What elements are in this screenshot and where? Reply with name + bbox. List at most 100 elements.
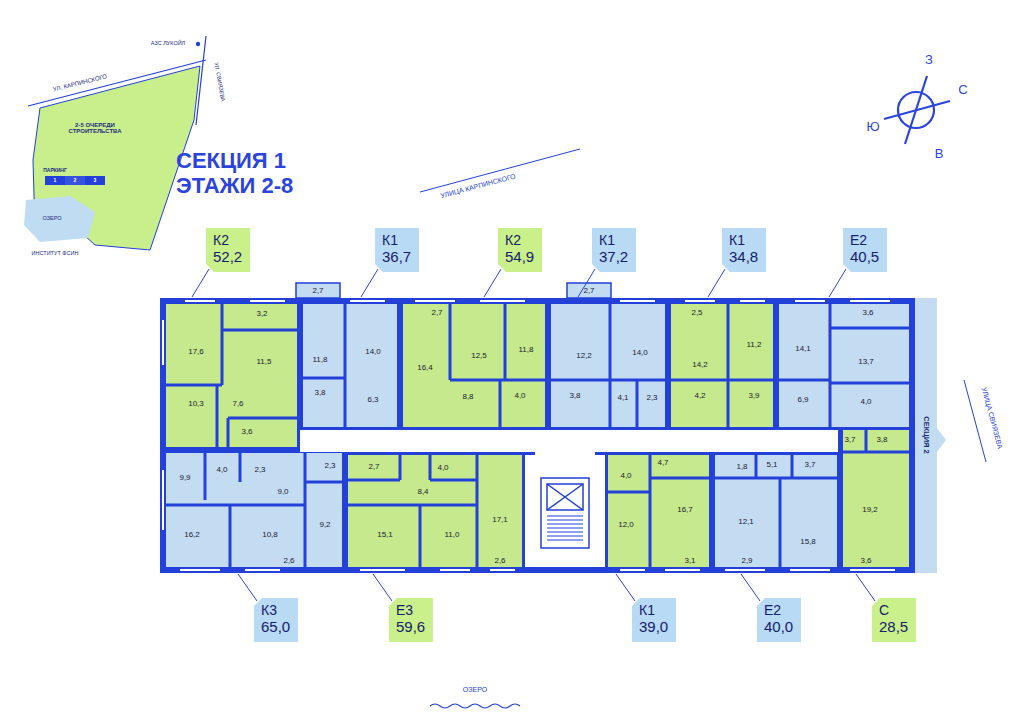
room-area: 16,4 <box>417 364 433 372</box>
section-title: СЕКЦИЯ 1 ЭТАЖИ 2-8 <box>176 148 326 199</box>
apartment-area: 37,2 <box>599 248 628 265</box>
apartment-fill <box>166 304 909 567</box>
room-area: 4,0 <box>216 466 227 474</box>
interior-wall <box>166 304 909 567</box>
parking-number: 3 <box>94 178 97 183</box>
compass-letter: В <box>935 147 944 161</box>
room-area: 4,0 <box>860 398 871 406</box>
room-area: 4,0 <box>437 464 448 472</box>
window <box>185 300 215 302</box>
interior-wall <box>166 304 297 447</box>
leader-line <box>578 269 595 297</box>
apartment-type: Е2 <box>850 232 867 248</box>
room-area: 2,3 <box>324 462 335 470</box>
room-area: 10,3 <box>188 400 204 408</box>
room-area: 12,1 <box>738 518 754 526</box>
corridor <box>300 430 838 567</box>
window <box>740 300 765 302</box>
apartment-tag: Е359,6 <box>389 598 433 642</box>
window <box>415 300 455 302</box>
room-area: 17,1 <box>492 516 508 524</box>
room-area: 3,9 <box>748 392 759 400</box>
apartment-tag: С28,5 <box>872 598 916 642</box>
room-area: 3,6 <box>860 557 871 565</box>
room-area: 2,6 <box>494 557 505 565</box>
stair-core <box>547 484 583 510</box>
leader-line <box>373 574 392 601</box>
leader-line <box>856 574 875 601</box>
leader-line <box>192 269 209 297</box>
room-area: 15,8 <box>800 538 816 546</box>
window <box>162 470 164 530</box>
room-area: 3,8 <box>314 389 325 397</box>
section-label: СЕКЦИЯ 2 <box>922 416 930 454</box>
apartment-fill <box>166 304 297 447</box>
interior-wall <box>779 304 909 427</box>
apartment-fill <box>303 304 397 427</box>
apartment-fill <box>403 304 545 427</box>
apartment-tag: Е240,5 <box>843 228 887 272</box>
apartment-area: 36,7 <box>382 248 411 265</box>
apartment-type: Е2 <box>764 602 781 618</box>
apartment-type: К1 <box>639 602 655 618</box>
room-area: 9,2 <box>319 521 330 529</box>
section-band <box>915 298 946 573</box>
parking-label: ПАРКИНГ <box>43 168 67 173</box>
room-area: 19,2 <box>862 506 878 514</box>
window <box>725 569 765 571</box>
street-line <box>420 149 580 192</box>
window <box>350 300 385 302</box>
apartment-fill <box>779 304 909 427</box>
room-area: 1,8 <box>736 463 747 471</box>
window <box>790 569 830 571</box>
leader-line <box>741 574 760 601</box>
apartment-fill <box>715 455 837 567</box>
room-area: 8,4 <box>417 488 428 496</box>
room-area: 4,0 <box>514 392 525 400</box>
room-area: 2,5 <box>691 309 702 317</box>
interior-wall <box>450 304 545 427</box>
room-area: 15,1 <box>377 531 393 539</box>
window <box>162 320 164 365</box>
room-area: 11,2 <box>747 341 762 349</box>
minimap-street: УЛ. СВИЯЗЕВА <box>213 62 226 102</box>
room-area: 11,0 <box>445 531 460 539</box>
stair-core <box>547 484 583 510</box>
room-area: 12,0 <box>618 521 634 529</box>
apartment-type: К1 <box>382 232 398 248</box>
window <box>665 569 700 571</box>
room-area: 12,2 <box>576 352 592 360</box>
apartment-type: С <box>879 602 889 618</box>
apartment-tag: К139,0 <box>632 598 676 642</box>
room-area: 2,9 <box>741 557 752 565</box>
apartment-type: Е3 <box>396 602 413 618</box>
room-area: 8,8 <box>462 393 473 401</box>
room-area: 16,2 <box>184 531 200 539</box>
apartment-type: К1 <box>599 232 615 248</box>
room-area: 3,1 <box>684 557 695 565</box>
room-area: 13,7 <box>858 358 874 366</box>
leader-line <box>361 269 378 297</box>
room-area: 4,7 <box>657 459 668 467</box>
room-area: 3,2 <box>256 310 267 318</box>
site-minimap <box>65 176 85 185</box>
site-minimap <box>196 42 200 46</box>
room-area: 2,3 <box>646 394 657 402</box>
compass <box>884 76 950 144</box>
room-area: 2,7 <box>431 309 442 317</box>
interior-wall <box>166 453 342 567</box>
leader-line <box>238 574 257 601</box>
apartment-tag: К365,0 <box>254 598 298 642</box>
interior-wall <box>843 430 909 452</box>
room-area: 2,7 <box>583 287 594 295</box>
stair-core <box>541 478 589 548</box>
leader-line <box>708 269 725 297</box>
room-area: 3,7 <box>804 461 815 469</box>
apartment-area: 39,0 <box>639 618 668 635</box>
interior-wall <box>551 304 665 427</box>
site-minimap <box>24 36 206 250</box>
window <box>180 569 220 571</box>
window <box>162 300 895 571</box>
room-area: 2,6 <box>283 557 294 565</box>
room-area: 14,0 <box>365 348 381 356</box>
